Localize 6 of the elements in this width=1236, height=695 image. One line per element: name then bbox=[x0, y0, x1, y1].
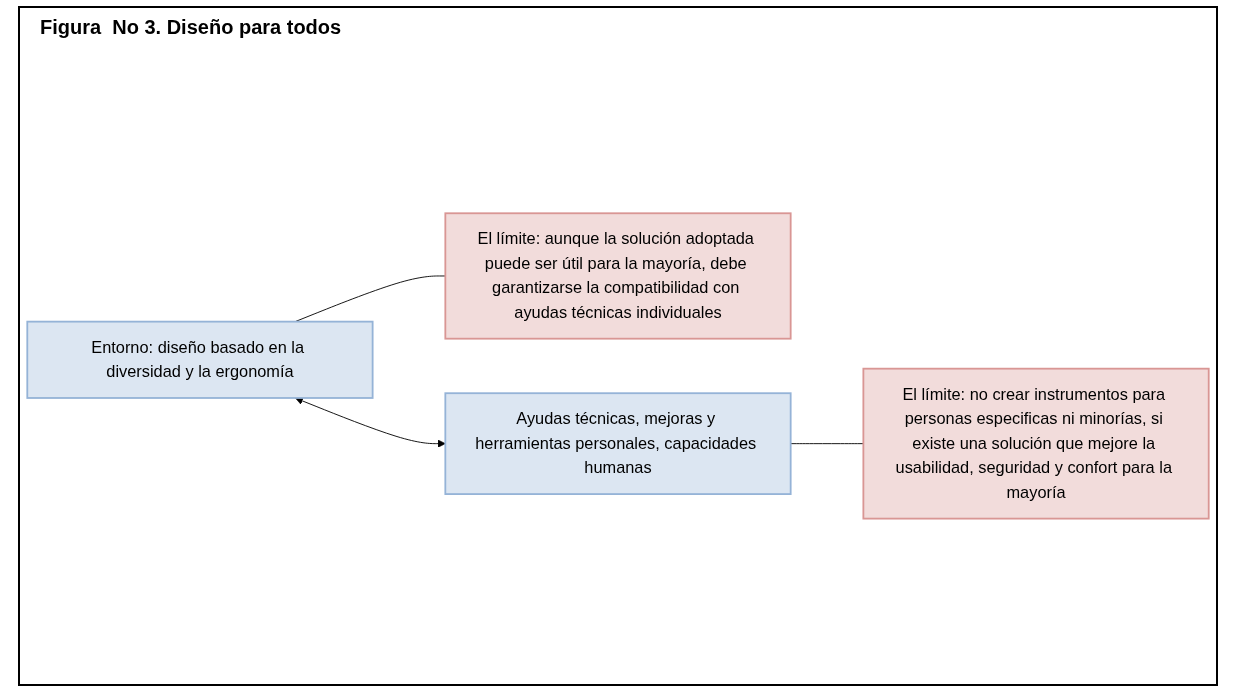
node-box: Entorno: diseño basado en la diversidad y la ergonomía bbox=[26, 320, 374, 399]
figure-title: Figura No 3. Diseño para todos bbox=[40, 16, 343, 39]
node-box: El límite: no crear instrumentos para personas especificas ni minorías, si existe una solución que mejore la usabilidad, seguridad y confort para la mayoría bbox=[862, 367, 1210, 520]
node-box: Ayudas técnicas, mejoras y herramientas personales, capacidades humanas bbox=[444, 391, 792, 495]
connector bbox=[790, 442, 864, 444]
node-box: El límite: aunque la solución adoptada puede ser útil para la mayoría, debe garantizarse la compatibilidad con ayudas técnicas individuales bbox=[444, 211, 792, 340]
